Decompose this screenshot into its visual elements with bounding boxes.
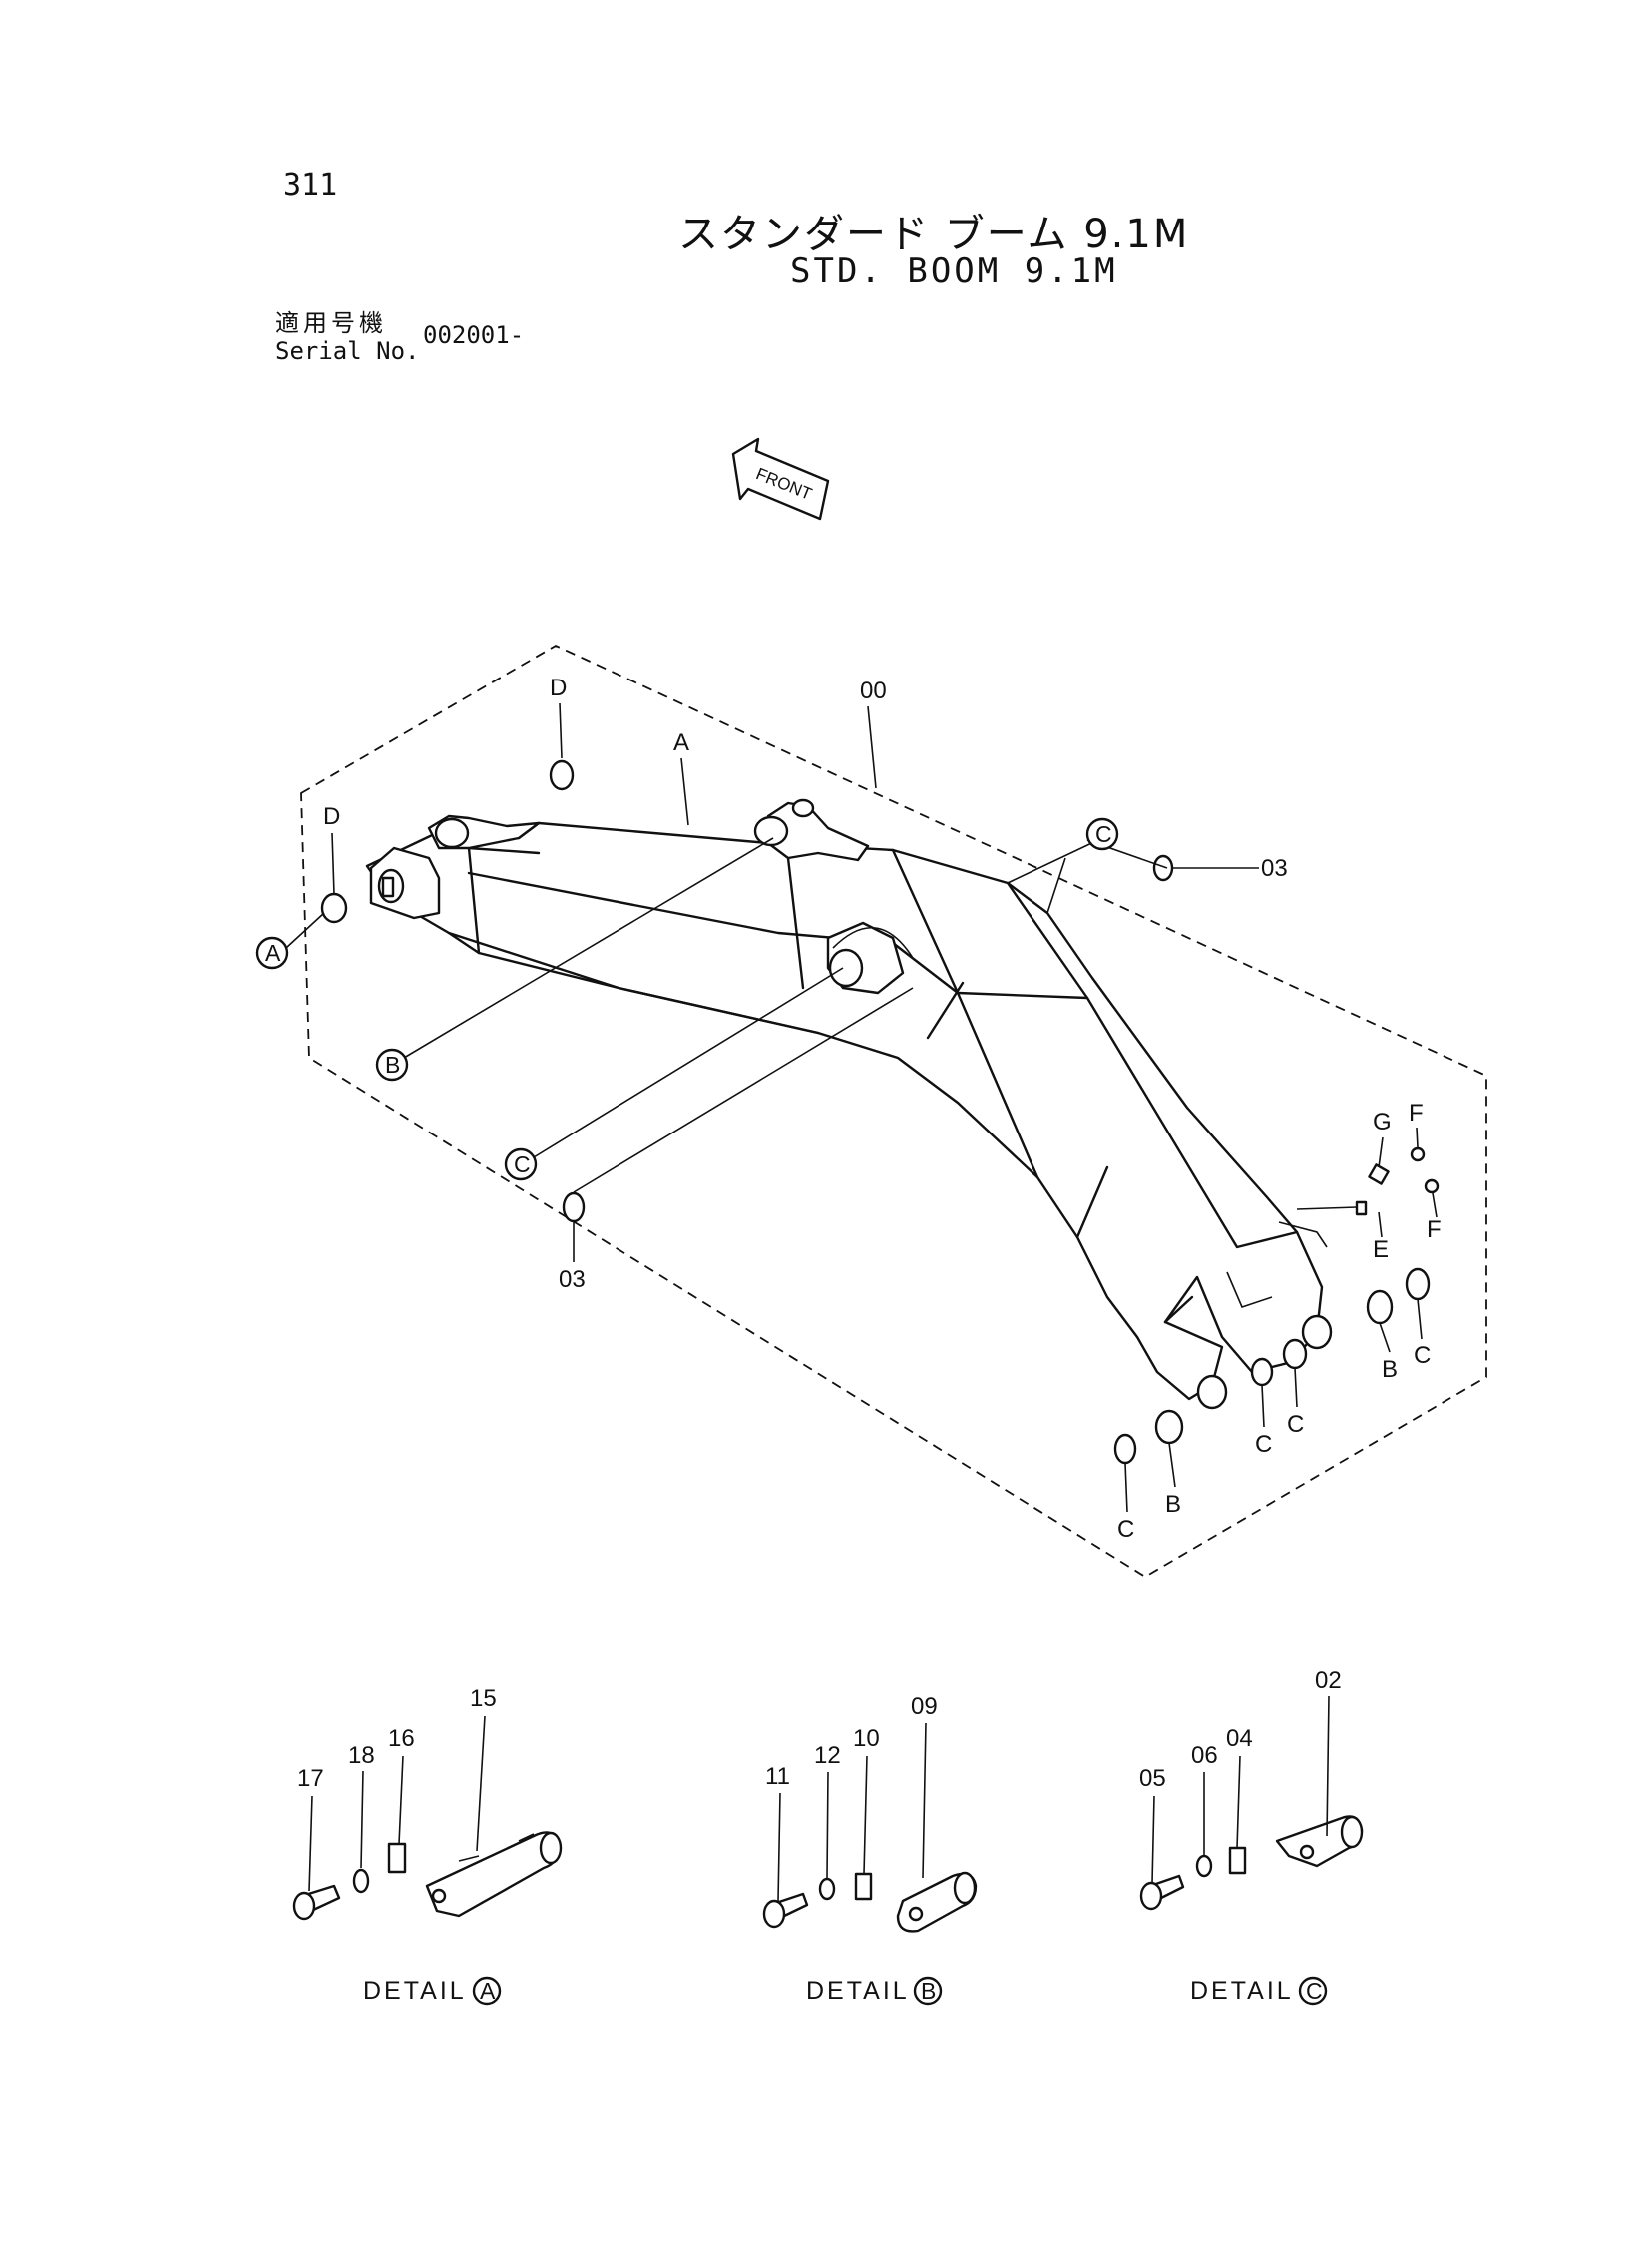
circled-ref-C-mid: C: [504, 1147, 538, 1181]
detail-a-ref: A: [480, 1978, 496, 2004]
svg-text:C: C: [1095, 821, 1112, 847]
collar-C-bottom: [1113, 1433, 1137, 1465]
callout-D-lower: D: [323, 803, 340, 830]
serial-number: 002001-: [423, 321, 525, 349]
boom-body: [365, 798, 1333, 1410]
detail-c-ref: C: [1306, 1978, 1323, 2004]
detail-b: 09 10 12 11 DETAIL B: [762, 1693, 978, 2006]
part-label-02: 02: [1315, 1667, 1342, 1694]
title-english: STD. BOOM 9.1M: [790, 251, 1118, 291]
part-label-18: 18: [348, 1742, 375, 1769]
detail-b-caption: DETAIL: [806, 1977, 910, 2005]
part-label-06: 06: [1191, 1742, 1218, 1769]
callout-G: G: [1373, 1109, 1392, 1135]
part-label-04: 04: [1226, 1725, 1253, 1752]
part-label-09: 09: [911, 1693, 938, 1720]
page-number: 311: [283, 168, 338, 203]
collar-03-lower: [562, 1191, 586, 1223]
callout-03-upper: 03: [1261, 855, 1288, 882]
stopper-10: [854, 1872, 873, 1901]
leader-lines: [285, 702, 1438, 1513]
detail-a: 15 16 18 17 DETAIL A: [292, 1685, 563, 2006]
washer-06: [1195, 1854, 1213, 1878]
title-japanese: スタンダード ブーム 9.1M: [678, 212, 1190, 257]
detail-c: 02 04 06 05 DETAIL C: [1139, 1667, 1364, 2006]
bushing-D-lower: [320, 892, 348, 924]
part-label-16: 16: [388, 1725, 415, 1752]
callout-F-upper: F: [1409, 1100, 1424, 1127]
callout-F-lower: F: [1427, 1216, 1442, 1243]
callout-C-mid1: C: [1255, 1431, 1272, 1458]
callout-B-right: B: [1382, 1356, 1398, 1383]
callout-C-right: C: [1414, 1342, 1431, 1369]
collar-C-mid2: [1282, 1338, 1308, 1370]
callout-C-bottom: C: [1117, 1516, 1134, 1543]
svg-text:A: A: [265, 940, 281, 966]
svg-text:B: B: [385, 1052, 400, 1078]
callout-C-mid2: C: [1287, 1411, 1304, 1438]
callout-03-lower: 03: [559, 1266, 586, 1293]
circled-ref-A: A: [255, 936, 289, 970]
detail-b-ref: B: [921, 1978, 936, 2004]
stopper-16: [387, 1842, 407, 1874]
washer-12: [818, 1877, 836, 1901]
bushing-D-upper: [549, 759, 575, 791]
collar-C-right: [1405, 1267, 1431, 1301]
part-label-05: 05: [1139, 1765, 1166, 1792]
part-label-11: 11: [765, 1763, 790, 1790]
callout-labels: 00 A D D 03 03 G F F E B C C C B C: [323, 675, 1442, 1543]
callout-B-bottom: B: [1165, 1491, 1181, 1518]
detail-c-caption: DETAIL: [1190, 1977, 1294, 2005]
serial-label: Serial No.: [275, 337, 420, 365]
part-label-12: 12: [814, 1742, 841, 1769]
callout-A: A: [673, 729, 689, 756]
svg-text:C: C: [514, 1151, 531, 1177]
front-arrow: FRONT: [731, 437, 830, 521]
collar-03-upper: [1152, 854, 1174, 882]
serial-label-japanese: 適用号機: [275, 309, 387, 337]
callout-D-upper: D: [550, 675, 567, 701]
circled-ref-C-top: C: [1085, 817, 1119, 851]
washer-18: [352, 1868, 370, 1894]
bushing-B-right: [1366, 1289, 1394, 1325]
callout-00: 00: [860, 678, 887, 704]
collar-C-mid1: [1250, 1357, 1274, 1387]
assembly-outline: [300, 644, 1487, 1579]
callout-E: E: [1373, 1236, 1389, 1263]
circled-ref-B: B: [375, 1048, 409, 1082]
part-label-10: 10: [853, 1725, 880, 1752]
pin-15: [425, 1831, 561, 1918]
bushing-B-bottom: [1154, 1409, 1184, 1445]
part-label-15: 15: [470, 1685, 497, 1712]
stopper-04: [1228, 1846, 1247, 1875]
part-label-17: 17: [297, 1765, 324, 1792]
detail-a-caption: DETAIL: [363, 1977, 467, 2005]
